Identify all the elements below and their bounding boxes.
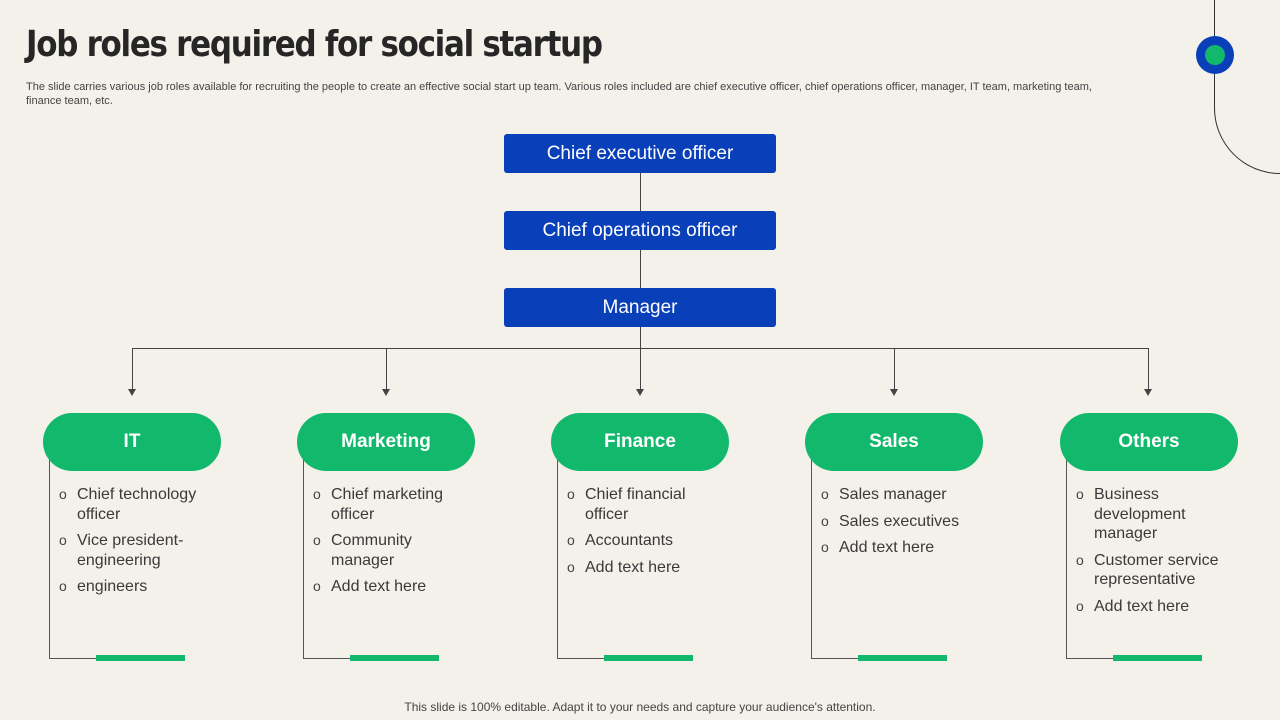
role-item: o Chief marketing officer <box>313 485 473 524</box>
role-label: Add text here <box>1094 597 1190 615</box>
role-item: o Add text here <box>1076 597 1236 617</box>
coo-box: Chief operations officer <box>504 211 776 250</box>
bullet-icon: o <box>821 512 829 529</box>
role-label: Accountants <box>585 532 674 549</box>
bullet-icon: o <box>567 486 575 502</box>
role-item: o Sales executives <box>821 512 981 532</box>
bullet-icon: o <box>313 532 321 548</box>
bullet-icon: o <box>59 532 67 548</box>
accent-bar <box>350 655 439 661</box>
connector-coo-manager <box>640 250 641 289</box>
role-label: Chief technology officer <box>77 486 197 523</box>
page-description: The slide carries various job roles avai… <box>26 81 1092 107</box>
department-header-others: Others <box>1060 413 1238 471</box>
arrow-sales-icon <box>890 389 898 396</box>
footer-note: This slide is 100% editable. Adapt it to… <box>404 700 876 714</box>
role-label: Customer service representative <box>1094 551 1219 589</box>
ceo-box: Chief executive officer <box>504 134 776 173</box>
bullet-icon: o <box>313 578 321 594</box>
connector-sales <box>894 348 895 390</box>
bullet-icon: o <box>59 486 67 502</box>
accent-bar <box>1113 655 1202 661</box>
decorative-circle-icon <box>1196 36 1234 74</box>
role-label: Add text here <box>839 539 935 556</box>
role-item: o Chief financial officer <box>567 485 727 524</box>
role-item: o engineers <box>59 577 219 597</box>
arrow-marketing-icon <box>382 389 390 396</box>
role-label: Sales manager <box>839 486 947 503</box>
role-item: o Vice president-engineering <box>59 531 219 570</box>
role-item: o Sales manager <box>821 485 981 505</box>
connector-it <box>132 348 133 390</box>
bullet-icon: o <box>1076 597 1084 614</box>
role-item: o Chief technology officer <box>59 485 219 524</box>
accent-bar <box>96 655 185 661</box>
role-item: o Add text here <box>821 538 981 558</box>
bullet-icon: o <box>313 486 321 502</box>
bullet-icon: o <box>1076 551 1084 568</box>
connector-manager-branch <box>640 327 641 349</box>
department-header-marketing: Marketing <box>297 413 475 471</box>
connector-ceo-coo <box>640 172 641 212</box>
accent-bar <box>604 655 693 661</box>
department-header-sales: Sales <box>805 413 983 471</box>
connector-finance <box>640 348 641 390</box>
accent-bar <box>858 655 947 661</box>
connector-marketing <box>386 348 387 390</box>
arrow-finance-icon <box>636 389 644 396</box>
role-label: Chief marketing officer <box>331 486 444 523</box>
arrow-it-icon <box>128 389 136 396</box>
arrow-others-icon <box>1144 389 1152 396</box>
page-title: Job roles required for social startup <box>26 24 603 65</box>
bullet-icon: o <box>1076 486 1084 502</box>
role-item: o Accountants <box>567 531 727 551</box>
role-label: Vice president-engineering <box>77 532 184 569</box>
role-label: Add text here <box>331 578 427 595</box>
role-label: Sales executives <box>839 512 960 530</box>
role-label: engineers <box>77 578 148 595</box>
bullet-icon: o <box>821 486 829 502</box>
bullet-icon: o <box>821 539 829 555</box>
bullet-icon: o <box>59 578 67 594</box>
role-item: o Community manager <box>313 531 473 570</box>
connector-others <box>1148 348 1149 390</box>
role-label: Add text here <box>585 558 681 576</box>
role-label: Chief financial officer <box>585 486 686 523</box>
role-item: o Add text here <box>313 577 473 597</box>
department-header-finance: Finance <box>551 413 729 471</box>
role-item: o Add text here <box>567 558 727 578</box>
role-label: Business development manager <box>1094 486 1186 542</box>
bullet-icon: o <box>567 558 575 575</box>
manager-box: Manager <box>504 288 776 327</box>
department-header-it: IT <box>43 413 221 471</box>
role-item: o Customer service representative <box>1076 551 1236 590</box>
role-label: Community manager <box>331 532 412 569</box>
role-item: o Business development manager <box>1076 485 1236 544</box>
bullet-icon: o <box>567 532 575 548</box>
